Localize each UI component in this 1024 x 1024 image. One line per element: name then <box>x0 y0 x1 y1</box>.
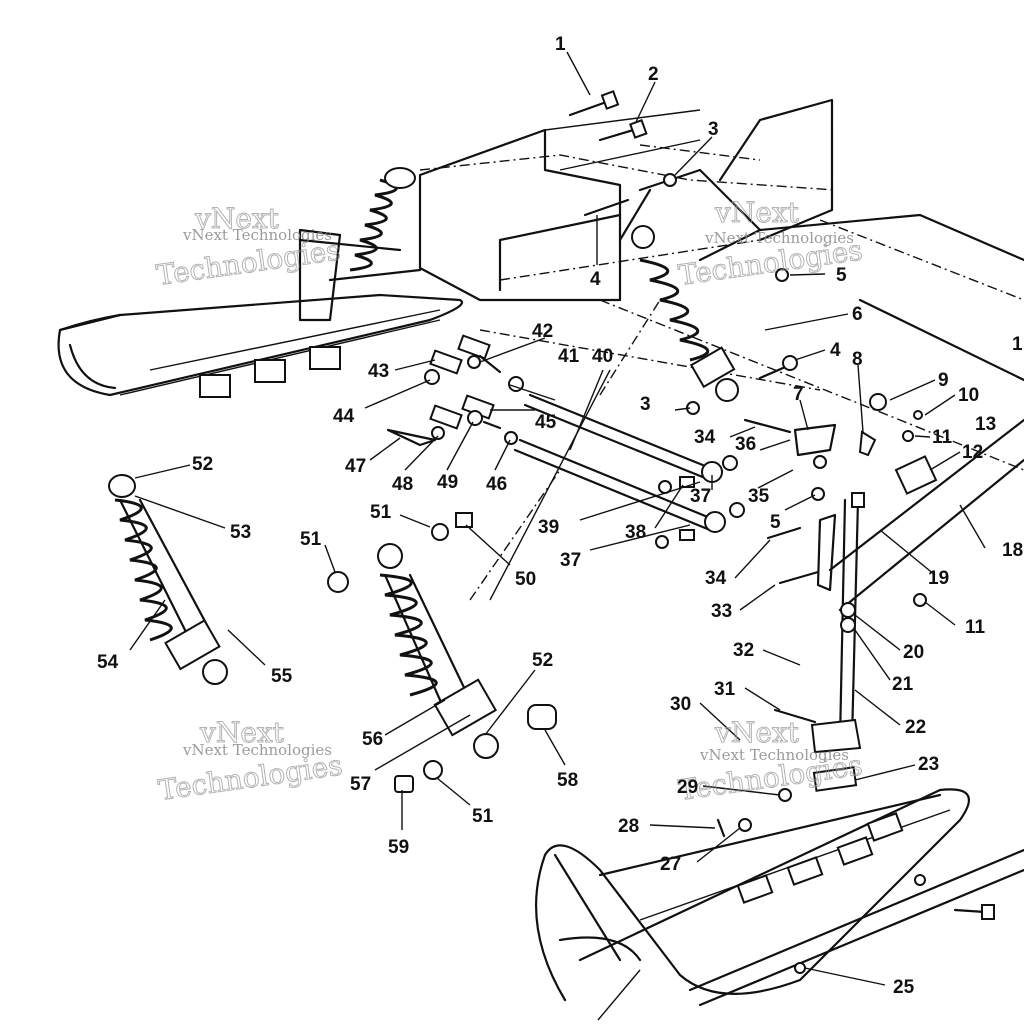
svg-text:vNext: vNext <box>199 716 285 749</box>
callout-42: 42 <box>532 321 553 342</box>
callout-51: 51 <box>370 502 392 523</box>
callout-37b: 37 <box>560 550 581 571</box>
callout-54: 54 <box>97 652 119 673</box>
callout-52: 52 <box>192 454 213 475</box>
svg-text:vNext Technologies: vNext Technologies <box>182 226 332 244</box>
svg-text:vNext Technologies: vNext Technologies <box>699 746 849 764</box>
callout-51b: 51 <box>300 529 322 550</box>
callout-20: 20 <box>903 642 924 663</box>
callout-28: 28 <box>618 816 639 837</box>
callout-22: 22 <box>905 717 926 738</box>
callout-9: 9 <box>938 370 949 391</box>
callout-59: 59 <box>388 837 409 858</box>
callout-18: 18 <box>1002 540 1023 561</box>
callout-7: 7 <box>793 384 804 405</box>
callout-51c: 51 <box>472 806 494 827</box>
right-ski-assembly <box>535 788 1024 1007</box>
callout-10: 10 <box>958 385 979 406</box>
callout-3: 3 <box>708 119 719 140</box>
callout-47: 47 <box>345 456 366 477</box>
callout-55: 55 <box>271 666 293 687</box>
left-shock-installed <box>349 167 416 272</box>
callout-53: 53 <box>230 522 251 543</box>
callout-49: 49 <box>437 472 458 493</box>
callout-34: 34 <box>705 568 727 589</box>
callout-38: 38 <box>625 522 646 543</box>
callout-58: 58 <box>557 770 578 791</box>
callout-4: 4 <box>590 269 601 290</box>
callout-23: 23 <box>918 754 939 775</box>
svg-text:vNext: vNext <box>714 716 800 749</box>
callout-43: 43 <box>368 361 389 382</box>
callout-1: 1 <box>555 34 566 55</box>
callout-5b: 5 <box>770 512 781 533</box>
callout-5: 5 <box>836 265 847 286</box>
callout-8: 8 <box>852 349 863 370</box>
svg-text:vNext: vNext <box>714 196 800 229</box>
callout-41: 41 <box>558 346 580 367</box>
left-ski-assembly <box>57 228 463 398</box>
bolts-top <box>568 90 798 415</box>
callout-19: 19 <box>928 568 949 589</box>
callout-39: 39 <box>538 517 559 538</box>
watermark-3: vNext vNext Technologies Technologies <box>156 716 345 808</box>
svg-text:vNext Technologies: vNext Technologies <box>182 741 332 759</box>
leader-lines <box>129 51 986 1021</box>
shock-absorber-left <box>108 474 228 685</box>
callout-33: 33 <box>711 601 732 622</box>
shock-absorber-center <box>327 512 557 793</box>
spindle-assembly <box>716 393 938 838</box>
callout-4b: 4 <box>830 340 841 361</box>
radius-rods <box>469 299 745 601</box>
callout-52b: 52 <box>532 650 553 671</box>
svg-text:vNext: vNext <box>194 202 280 235</box>
callout-12: 12 <box>962 442 983 463</box>
callout-2: 2 <box>648 64 659 85</box>
bracket-hardware <box>386 334 524 447</box>
callout-40: 40 <box>592 346 613 367</box>
center-shock-installed <box>618 188 739 402</box>
svg-text:vNext Technologies: vNext Technologies <box>704 229 854 247</box>
callout-13: 13 <box>975 414 996 435</box>
callout-27: 27 <box>660 854 681 875</box>
watermark-1: vNext vNext Technologies Technologies <box>154 202 343 293</box>
callout-57: 57 <box>350 774 371 795</box>
callout-35: 35 <box>748 486 770 507</box>
callout-29: 29 <box>677 777 698 798</box>
callout-31: 31 <box>714 679 736 700</box>
callout-11b: 11 <box>965 617 986 638</box>
callout-30: 30 <box>670 694 691 715</box>
callout-37: 37 <box>690 486 711 507</box>
callout-32: 32 <box>733 640 754 661</box>
chassis-frame <box>418 98 1024 612</box>
callout-11: 11 <box>932 427 953 448</box>
callout-34b: 34 <box>694 427 716 448</box>
callout-45: 45 <box>535 412 557 433</box>
callout-56: 56 <box>362 729 383 750</box>
callout-50: 50 <box>515 569 536 590</box>
callout-21: 21 <box>892 674 914 695</box>
callout-48: 48 <box>392 474 413 495</box>
watermark-4: vNext vNext Technologies Technologies <box>676 716 865 808</box>
callout-25: 25 <box>893 977 915 998</box>
callout-labels: 1 2 3 4 5 6 4 8 9 10 11 12 13 18 19 20 2… <box>97 34 1023 998</box>
callout-44: 44 <box>333 406 355 427</box>
callout-46: 46 <box>486 474 507 495</box>
callout-6: 6 <box>852 304 863 325</box>
callout-3b: 3 <box>640 394 651 415</box>
callout-1b: 1 <box>1012 334 1023 355</box>
callout-36: 36 <box>735 434 756 455</box>
